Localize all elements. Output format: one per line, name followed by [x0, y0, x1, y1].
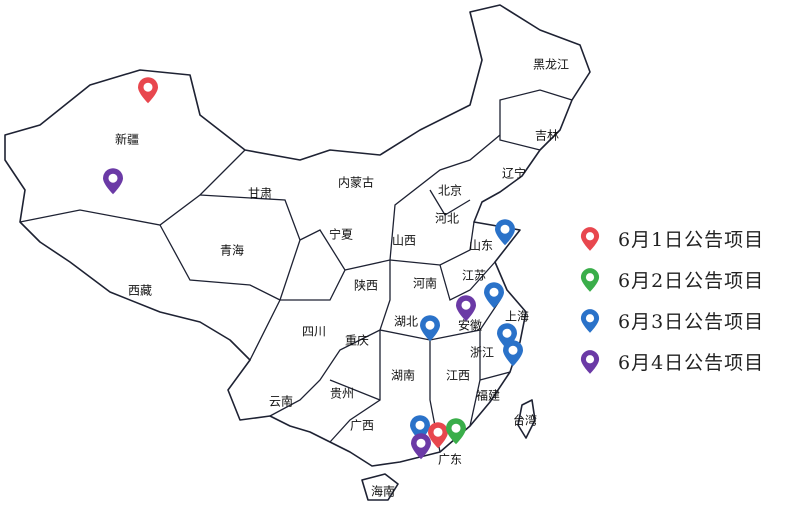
- province-label: 台湾: [512, 413, 538, 428]
- province-label: 辽宁: [501, 166, 527, 181]
- legend-label: 6月2日公告项目: [618, 270, 765, 292]
- map-pin-icon: [580, 226, 600, 251]
- province-label: 宁夏: [328, 227, 354, 242]
- province-label: 黑龙江: [532, 57, 570, 72]
- province-label: 广东: [437, 452, 463, 467]
- legend-label: 6月3日公告项目: [618, 311, 765, 333]
- province-label: 福建: [475, 388, 501, 403]
- legend-item-day1[interactable]: 6月1日公告项目: [580, 218, 764, 259]
- province-label: 山西: [391, 233, 417, 248]
- map-pin-icon-day3[interactable]: [419, 314, 441, 342]
- province-label: 甘肃: [247, 186, 273, 201]
- map-pin-icon-day4[interactable]: [410, 432, 432, 460]
- hainan-outline: [361, 473, 399, 501]
- map-pin-icon-day1[interactable]: [137, 76, 159, 104]
- province-label: 陕西: [353, 278, 379, 293]
- map-pin-icon-day1[interactable]: [427, 421, 449, 449]
- taiwan-outline: [517, 399, 536, 439]
- province-label: 广西: [349, 418, 375, 433]
- legend-item-day4[interactable]: 6月4日公告项目: [580, 341, 764, 382]
- map-pin-icon-day3[interactable]: [483, 281, 505, 309]
- map-pin-icon-day2[interactable]: [445, 417, 467, 445]
- legend-item-day2[interactable]: 6月2日公告项目: [580, 259, 764, 300]
- map-pin-icon-day4[interactable]: [455, 294, 477, 322]
- map-pin-icon-day3[interactable]: [502, 339, 524, 367]
- province-label: 山东: [468, 238, 494, 253]
- province-label: 北京: [437, 183, 463, 198]
- legend-label: 6月4日公告项目: [618, 352, 765, 374]
- map-pin-icon: [580, 267, 600, 292]
- country-outline: [4, 4, 591, 467]
- map-pin-icon-day4[interactable]: [102, 167, 124, 195]
- province-label: 河南: [412, 276, 438, 291]
- legend-item-day3[interactable]: 6月3日公告项目: [580, 300, 764, 341]
- province-label: 内蒙古: [337, 175, 375, 190]
- province-label: 新疆: [114, 132, 140, 147]
- map-pin-icon-day3[interactable]: [494, 218, 516, 246]
- map-pin-icon: [580, 349, 600, 374]
- province-label: 青海: [219, 243, 245, 258]
- province-label: 安徽: [457, 318, 483, 333]
- province-label: 重庆: [344, 333, 370, 348]
- province-label: 浙江: [469, 345, 495, 360]
- province-label: 河北: [434, 211, 460, 226]
- province-label: 西藏: [127, 283, 153, 298]
- province-label: 吉林: [534, 128, 560, 143]
- province-label: 江西: [445, 368, 471, 383]
- province-label: 湖南: [390, 368, 416, 383]
- map-pin-icon: [580, 308, 600, 333]
- province-label: 贵州: [329, 386, 355, 401]
- province-label: 海南: [370, 484, 396, 499]
- province-label: 四川: [301, 324, 327, 339]
- legend-label: 6月1日公告项目: [618, 229, 765, 251]
- province-label: 湖北: [393, 314, 419, 329]
- legend: 6月1日公告项目 6月2日公告项目 6月3日公告项目 6月4日公告项目: [580, 218, 764, 382]
- province-label: 云南: [268, 394, 294, 409]
- province-label: 江苏: [461, 268, 487, 283]
- province-label: 上海: [504, 309, 530, 324]
